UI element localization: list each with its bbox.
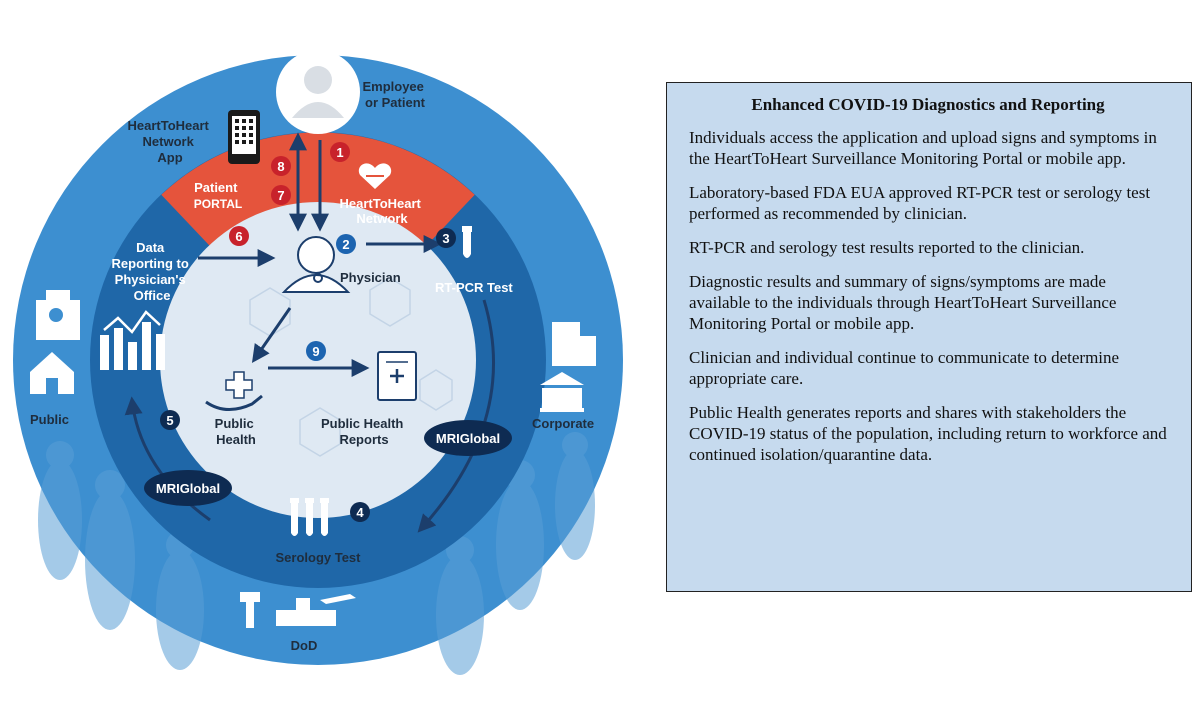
- svg-text:3: 3: [442, 231, 449, 246]
- svg-text:2: 2: [342, 237, 349, 252]
- svg-text:1: 1: [336, 145, 343, 160]
- house-icon: [30, 352, 74, 394]
- physician-icon: [281, 236, 351, 293]
- info-item-5: Clinician and individual continue to com…: [689, 348, 1120, 388]
- svg-text:4: 4: [356, 505, 364, 520]
- step-badge-7: 7: [271, 185, 291, 205]
- physician-label: Physician: [340, 270, 401, 285]
- step-badge-5: 5: [160, 410, 180, 430]
- heart-logo-icon: [358, 163, 392, 189]
- svg-text:7: 7: [277, 188, 284, 203]
- svg-text:5: 5: [166, 413, 173, 428]
- step-badge-9: 9: [306, 341, 326, 361]
- step-badge-8: 8: [271, 156, 291, 176]
- corporate-label: Corporate: [532, 416, 594, 431]
- person-icon: [276, 50, 360, 134]
- arrow-3: [417, 299, 495, 533]
- dod-icons: [240, 592, 356, 628]
- svg-text:8: 8: [277, 159, 284, 174]
- step-badge-2: 2: [336, 234, 356, 254]
- hexagon-background: [249, 277, 453, 457]
- mriglobal-logo-left: MRIGlobal: [144, 470, 232, 506]
- patient-portal-logo: Patient PORTAL: [194, 179, 242, 211]
- info-item-1: Individuals access the application and u…: [689, 128, 1157, 168]
- employee-label: Employee or Patient: [362, 79, 427, 110]
- crowd-silhouettes: [38, 432, 595, 675]
- svg-text:6: 6: [235, 229, 242, 244]
- serology-label: Serology Test: [275, 550, 361, 565]
- info-title: Enhanced COVID-19 Diagnostics and Report…: [751, 95, 1105, 114]
- public-health-reports-label: Public Health Reports: [321, 416, 407, 447]
- bar-chart-icon: [100, 310, 165, 370]
- dod-label: DoD: [291, 638, 318, 653]
- info-panel: Enhanced COVID-19 Diagnostics and Report…: [666, 82, 1192, 592]
- rtpcr-label: RT-PCR Test: [435, 280, 513, 295]
- info-item-3: RT-PCR and serology test results reporte…: [689, 238, 1085, 257]
- bank-icon: [540, 372, 584, 412]
- step-badge-4: 4: [350, 502, 370, 522]
- arrow-to-public-health: [251, 307, 292, 363]
- svg-text:MRIGlobal: MRIGlobal: [436, 431, 500, 446]
- svg-text:9: 9: [312, 344, 319, 359]
- info-item-2: Laboratory-based FDA EUA approved RT-PCR…: [689, 183, 1151, 223]
- workflow-diagram: Employee or Patient HeartToHeart Network…: [13, 50, 623, 675]
- app-label: HeartToHeart Network App: [127, 118, 212, 165]
- step-badge-1: 1: [330, 142, 350, 162]
- public-label: Public: [30, 412, 69, 427]
- heart-network-label: HeartToHeart Network: [339, 196, 424, 226]
- svg-text:MRIGlobal: MRIGlobal: [156, 481, 220, 496]
- mriglobal-logo-right: MRIGlobal: [424, 420, 512, 456]
- public-health-label: Public Health: [215, 416, 258, 447]
- serology-tubes-icon: [290, 498, 329, 536]
- step-badge-3: 3: [436, 228, 456, 248]
- info-item-4: Diagnostic results and summary of signs/…: [689, 272, 1117, 333]
- data-reporting-label: Data Reporting to Physician's Office: [112, 240, 193, 303]
- step-badge-6: 6: [229, 226, 249, 246]
- report-document-icon: [377, 351, 417, 401]
- info-item-6: Public Health generates reports and shar…: [689, 403, 1167, 464]
- hospital-icon: [36, 290, 80, 340]
- office-building-icon: [552, 322, 596, 366]
- public-health-icon: [205, 371, 263, 411]
- arrow-5: [124, 396, 211, 522]
- test-tube-icon: [462, 226, 472, 258]
- mobile-phone-icon: [228, 110, 260, 164]
